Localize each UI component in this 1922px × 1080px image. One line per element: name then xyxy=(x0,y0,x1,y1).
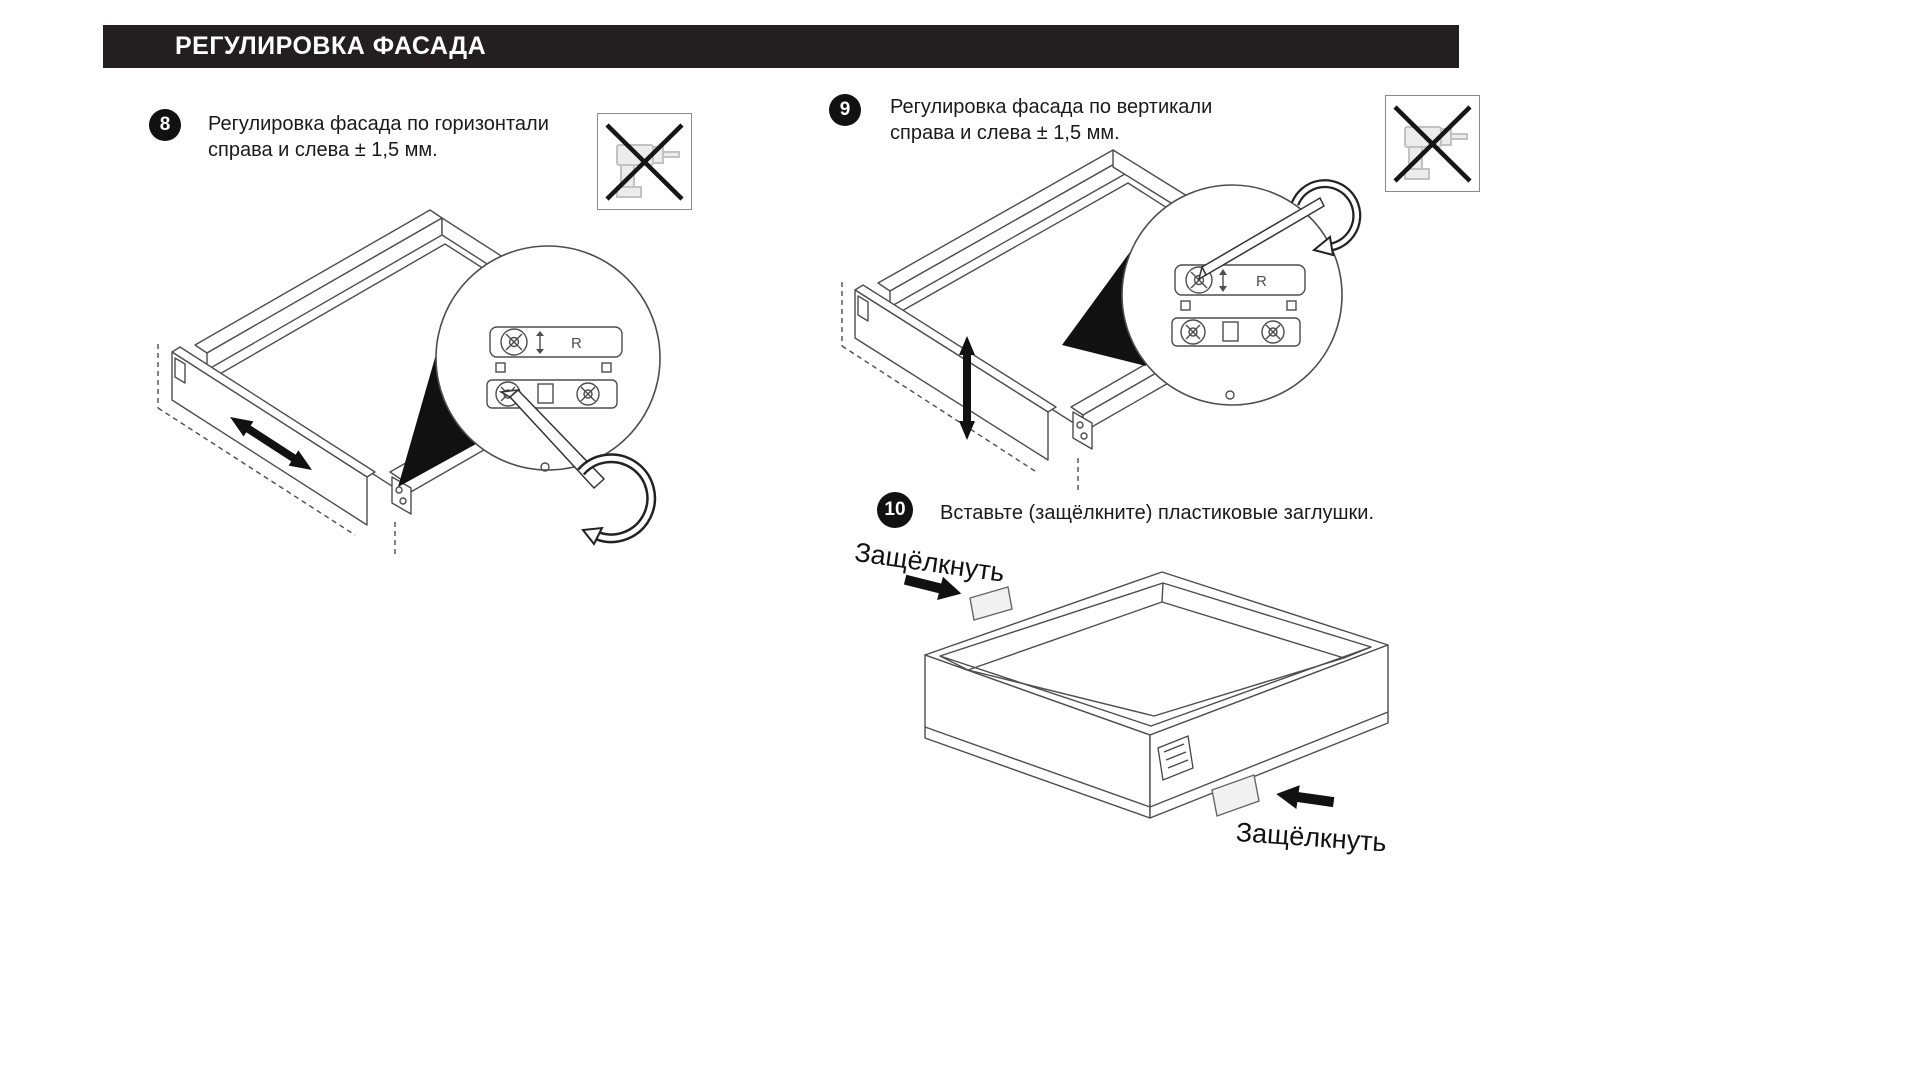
step-10-number: 10 xyxy=(884,499,906,520)
no-power-tool-icon xyxy=(597,113,692,210)
step-10-text: Вставьте (защёлкните) пластиковые заглуш… xyxy=(940,500,1374,526)
step-8-line-2: справа и слева ± 1,5 мм. xyxy=(208,139,438,161)
rotate-arrow-icon xyxy=(1290,179,1362,257)
step-9-number: 9 xyxy=(839,99,851,120)
step-8-illustration: R xyxy=(157,209,661,555)
drawer-front-panel xyxy=(854,284,1057,461)
screwdriver xyxy=(498,388,606,490)
step-10-illustration xyxy=(903,571,1389,819)
zoom-detail-circle: R xyxy=(435,245,661,472)
page-title: РЕГУЛИРОВКА ФАСАДА xyxy=(175,32,487,60)
prohibition-cross-icon xyxy=(1393,105,1472,183)
step-8-badge: 8 xyxy=(149,109,181,141)
front-bracket xyxy=(1072,411,1093,450)
prohibition-cross-icon xyxy=(605,123,684,201)
no-power-tool-icon xyxy=(1385,95,1480,192)
runner-bracket-plate xyxy=(1157,735,1194,781)
step-8-number: 8 xyxy=(159,114,171,135)
no-power-tool-sign xyxy=(597,113,692,210)
snap-arrow-bottom-icon xyxy=(1276,785,1335,809)
zoom-detail-circle: R xyxy=(1121,184,1343,406)
front-bracket xyxy=(391,476,412,515)
step-8-text: Регулировка фасада по горизонтали справа… xyxy=(208,111,549,163)
step-9-line-2: справа и слева ± 1,5 мм. xyxy=(890,122,1120,144)
no-power-tool-sign xyxy=(1385,95,1480,192)
snap-arrow-top-icon xyxy=(903,574,962,600)
plastic-plug-bottom xyxy=(1211,774,1260,817)
drawer-box xyxy=(924,571,1389,819)
left-right-marker: R xyxy=(571,335,582,352)
page-header: РЕГУЛИРОВКА ФАСАДА xyxy=(103,25,1459,68)
step-10-line-1: Вставьте (защёлкните) пластиковые заглуш… xyxy=(940,502,1375,524)
step-9-text: Регулировка фасада по вертикали справа и… xyxy=(890,94,1212,146)
step-9-badge: 9 xyxy=(829,94,861,126)
adjustment-guide-dashed xyxy=(157,344,396,555)
adjust-vertical-arrow-icon xyxy=(959,336,975,440)
adjuster-mechanism xyxy=(1171,264,1306,400)
step-8-line-1: Регулировка фасада по горизонтали xyxy=(208,113,549,135)
rotate-arrow-icon xyxy=(577,453,657,546)
step-10-badge: 10 xyxy=(877,492,913,528)
plastic-plug-top xyxy=(969,586,1013,621)
adjustment-guide-dashed xyxy=(841,282,1079,492)
step-9-line-1: Регулировка фасада по вертикали xyxy=(890,96,1213,118)
left-right-marker: R xyxy=(1256,273,1267,290)
step-9-illustration: R xyxy=(841,149,1362,492)
screwdriver xyxy=(1197,196,1325,281)
adjust-horizontal-arrow-icon xyxy=(230,417,312,470)
